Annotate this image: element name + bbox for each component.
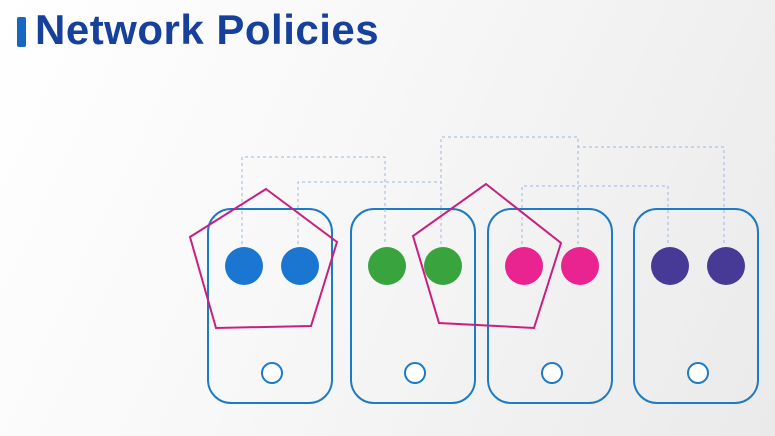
- pod-circle: [561, 247, 599, 285]
- node-port-circle: [261, 362, 283, 384]
- node-3: [487, 208, 613, 404]
- pod-circle: [424, 247, 462, 285]
- pod-circle: [368, 247, 406, 285]
- node-4: [633, 208, 759, 404]
- header: Network Policies: [17, 6, 380, 53]
- node-1: [207, 208, 333, 404]
- title-accent-bar: [17, 17, 26, 47]
- pod-circle: [651, 247, 689, 285]
- pod-circle: [225, 247, 263, 285]
- pod-circle: [707, 247, 745, 285]
- node-port-circle: [404, 362, 426, 384]
- node-port-circle: [687, 362, 709, 384]
- pod-circle: [281, 247, 319, 285]
- pod-circle: [505, 247, 543, 285]
- node-2: [350, 208, 476, 404]
- node-port-circle: [541, 362, 563, 384]
- page-title: Network Policies: [35, 6, 380, 53]
